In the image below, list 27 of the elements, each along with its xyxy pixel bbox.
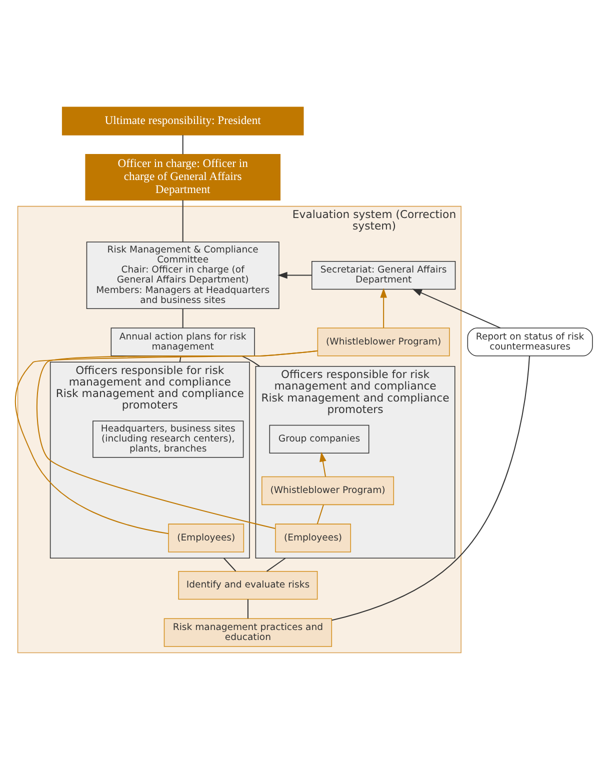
node-box: Ultimate responsibility: President [62, 106, 304, 136]
node-box: Report on status of risk countermeasures [467, 328, 593, 356]
node-box: (Whistleblower Program) [317, 328, 450, 356]
connector [182, 135, 184, 154]
connector [332, 356, 530, 621]
node-box: Identify and evaluate risks [178, 570, 318, 600]
arrow [380, 288, 387, 328]
node-box: Secretariat: General Affairs Department [312, 260, 456, 290]
node-box: Annual action plans for risk management [110, 328, 255, 356]
node-box: (Employees) [168, 524, 244, 552]
connector [223, 558, 236, 572]
connector [182, 200, 184, 242]
connector [247, 599, 248, 618]
node-box: Risk Management & Compliance Committee Chair: Officer in charge (of General Affairs Department) Members: Managers at Headquarters and business sites [86, 242, 280, 309]
arrow [412, 288, 501, 328]
arrow [320, 452, 326, 477]
node-box: Headquarters, business sites (including research centers), plants, branches [92, 420, 244, 458]
arrow [278, 272, 312, 279]
connector [242, 355, 260, 367]
node-box: (Whistleblower Program) [262, 476, 394, 506]
node-box: (Employees) [275, 524, 352, 552]
connector [182, 308, 184, 328]
connector [266, 558, 286, 572]
node-box: Group companies [269, 424, 370, 454]
node-box: Risk management practices and education [164, 618, 332, 647]
node-box: Officer in charge: Officer in charge of General Affairs Department [85, 154, 280, 200]
connector [316, 504, 324, 524]
